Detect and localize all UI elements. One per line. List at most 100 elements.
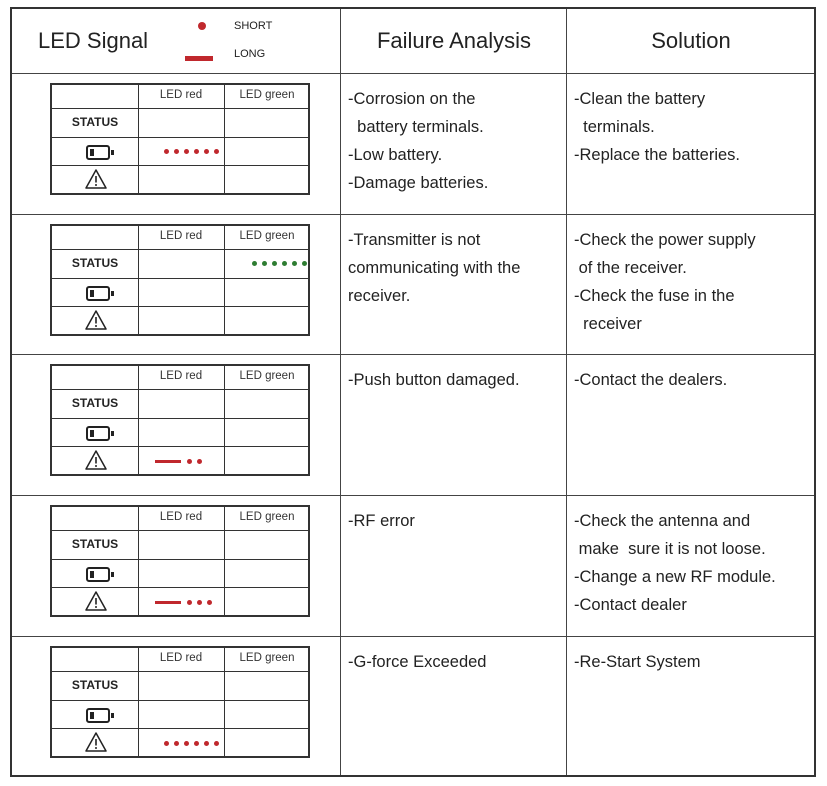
short-blink-dot: [174, 149, 179, 154]
status-label: STATUS: [71, 256, 119, 270]
short-blink-dot: [252, 261, 257, 266]
short-blink-dot: [197, 600, 202, 605]
short-blink-dot: [174, 741, 179, 746]
grid-line: [52, 446, 308, 447]
led-green-header: LED green: [239, 230, 295, 242]
long-blink-mark: [155, 460, 181, 463]
short-blink-dot: [272, 261, 277, 266]
short-blink-dot: [214, 149, 219, 154]
short-blink-dot: [164, 741, 169, 746]
led-indicator-grid: LED red LED green STATUS: [50, 83, 310, 195]
grid-line: [52, 108, 308, 109]
battery-icon: [86, 708, 114, 723]
led-green-header: LED green: [239, 89, 295, 101]
grid-line: [52, 389, 308, 390]
header-solution: Solution: [651, 28, 731, 53]
grid-line: [52, 306, 308, 307]
led-red-header: LED red: [159, 652, 203, 664]
row-divider: [12, 495, 814, 496]
column-divider: [340, 9, 341, 775]
battery-icon: [86, 286, 114, 301]
short-blink-dot: [214, 741, 219, 746]
grid-line: [52, 671, 308, 672]
grid-line: [52, 418, 308, 419]
led-indicator-grid: LED red LED green STATUS: [50, 505, 310, 617]
grid-line: [224, 85, 225, 193]
short-dot-icon: [198, 22, 206, 30]
short-blink-dot: [184, 149, 189, 154]
short-blink-dot: [194, 741, 199, 746]
solution-text: -Check the power supply of the receiver.…: [574, 231, 756, 333]
grid-line: [52, 728, 308, 729]
grid-line: [52, 587, 308, 588]
column-divider: [566, 9, 567, 775]
grid-line: [224, 648, 225, 756]
short-blink-dot: [292, 261, 297, 266]
solution-text: -Re-Start System: [574, 653, 701, 671]
led-red-header: LED red: [159, 370, 203, 382]
led-indicator-grid: LED red LED green STATUS: [50, 364, 310, 476]
grid-line: [138, 507, 139, 615]
led-signal-pattern: [155, 458, 207, 466]
short-blink-dot: [262, 261, 267, 266]
led-signal-pattern: [252, 260, 312, 268]
short-blink-dot: [302, 261, 307, 266]
led-red-header: LED red: [159, 89, 203, 101]
table-row: LED red LED green STATUS -Transmitter is…: [12, 214, 814, 354]
short-blink-dot: [207, 600, 212, 605]
grid-line: [52, 278, 308, 279]
short-blink-dot: [164, 149, 169, 154]
warning-triangle-icon: [85, 169, 107, 189]
led-green-header: LED green: [239, 652, 295, 664]
battery-icon: [86, 426, 114, 441]
short-blink-dot: [194, 149, 199, 154]
battery-icon: [86, 145, 114, 160]
led-signal-table: LED Signal SHORT LONG Failure Analysis S…: [10, 7, 816, 777]
solution-text: -Clean the battery terminals. -Replace t…: [574, 90, 741, 164]
status-label: STATUS: [71, 678, 119, 692]
led-green-header: LED green: [239, 370, 295, 382]
warning-triangle-icon: [85, 591, 107, 611]
grid-line: [138, 366, 139, 474]
solution-text: -Check the antenna and make sure it is n…: [574, 512, 776, 614]
failure-analysis-text: -Push button damaged.: [348, 371, 520, 389]
grid-line: [138, 85, 139, 193]
led-indicator-grid: LED red LED green STATUS: [50, 646, 310, 758]
short-blink-dot: [282, 261, 287, 266]
grid-line: [52, 165, 308, 166]
failure-analysis-text: -RF error: [348, 512, 415, 530]
grid-line: [224, 366, 225, 474]
legend-short-label: SHORT: [234, 20, 273, 32]
short-blink-dot: [204, 149, 209, 154]
grid-line: [224, 507, 225, 615]
long-dash-icon: [185, 56, 213, 61]
short-blink-dot: [187, 459, 192, 464]
failure-analysis-text: -G-force Exceeded: [348, 653, 487, 671]
status-label: STATUS: [71, 537, 119, 551]
grid-line: [52, 137, 308, 138]
table-row: LED red LED green STATUS -G-force Exceed…: [12, 636, 814, 776]
led-signal-title: LED Signal: [38, 28, 149, 53]
grid-line: [138, 226, 139, 334]
header-led-signal: LED Signal SHORT LONG: [12, 9, 340, 73]
grid-line: [224, 226, 225, 334]
led-indicator-grid: LED red LED green STATUS: [50, 224, 310, 336]
short-blink-dot: [204, 741, 209, 746]
signal-legend: SHORT LONG: [182, 17, 292, 67]
failure-analysis-text: -Corrosion on the battery terminals. -Lo…: [348, 90, 489, 192]
table-row: LED red LED green STATUS -Push button da…: [12, 354, 814, 494]
row-divider: [12, 636, 814, 637]
warning-triangle-icon: [85, 450, 107, 470]
short-blink-dot: [187, 600, 192, 605]
led-signal-pattern: [164, 148, 224, 156]
status-label: STATUS: [71, 396, 119, 410]
failure-analysis-text: -Transmitter is not communicating with t…: [348, 231, 521, 305]
row-divider: [12, 73, 814, 74]
grid-line: [52, 700, 308, 701]
row-divider: [12, 214, 814, 215]
led-red-header: LED red: [159, 511, 203, 523]
row-divider: [12, 354, 814, 355]
led-signal-pattern: [155, 599, 217, 607]
battery-icon: [86, 567, 114, 582]
led-red-header: LED red: [159, 230, 203, 242]
